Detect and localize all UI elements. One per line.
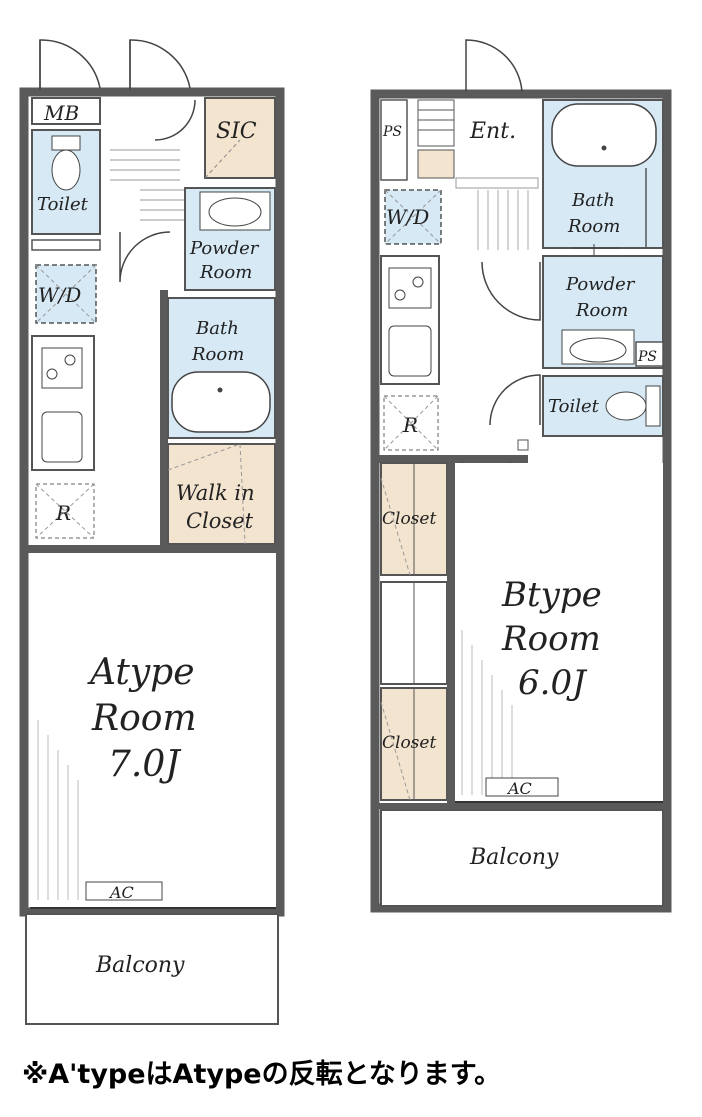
atype-room-label-3: 7.0J (108, 744, 182, 785)
atype-hall-stairs (110, 149, 185, 221)
btype-ent-label: Ent. (469, 119, 516, 144)
btype-refrigerator-label: R (402, 413, 418, 437)
btype-balcony-label: Balcony (469, 845, 559, 870)
atype-bath-label-1: Bath (195, 318, 239, 339)
atype-wd-label: W/D (38, 283, 81, 307)
atype-powder-label-1: Powder (189, 238, 260, 259)
btype-plan: PS Ent. W/D Bath (370, 39, 672, 913)
btype-powder-label-1: Powder (565, 274, 636, 295)
btype-ps-mid (635, 341, 664, 367)
atype-bath-label-2: Room (191, 344, 244, 365)
atype-main-room (30, 553, 276, 908)
btype-room-label-2: Room (501, 619, 601, 659)
btype-sink-icon (569, 337, 627, 363)
btype-ps-mid-label: PS (637, 349, 657, 365)
atype-bathtub (171, 371, 271, 433)
btype-stove-burner-icon (394, 289, 406, 301)
reversal-note: ※A'typeはAtypeの反転となります。 (22, 1059, 502, 1090)
btype-bath-label-1: Bath (571, 190, 615, 211)
atype-walkin-label-1: Walk in (176, 481, 255, 505)
btype-powder-label-2: Room (575, 300, 628, 321)
atype-ac-unit (85, 881, 163, 901)
btype-toilet-bowl-icon (605, 391, 647, 421)
btype-closet-upper-label: Closet (382, 509, 436, 529)
btype-bath-label-2: Room (567, 216, 620, 237)
btype-main-room (455, 463, 663, 801)
btype-ps-top (380, 99, 408, 181)
btype-kitchen-sink-icon (388, 325, 432, 377)
atype-powder-label-2: Room (199, 262, 252, 283)
atype-wd (35, 264, 97, 324)
btype-balcony (380, 809, 664, 907)
atype-kitchen-sink-icon (41, 411, 83, 463)
btype-entrance-stairs (417, 99, 455, 147)
atype-plan: MB SIC Toilet Powder Room (19, 39, 285, 1025)
atype-mb-label: MB (43, 101, 79, 125)
btype-room-label-3: 6.0J (518, 663, 588, 703)
btype-closet-lower-label: Closet (382, 733, 436, 753)
atype-ac-label: AC (108, 883, 134, 902)
btype-ac-label: AC (506, 779, 532, 798)
atype-room-label-2: Room (91, 698, 197, 739)
atype-sic-label: SIC (216, 119, 257, 144)
floor-plan-drawing: MB SIC Toilet Powder Room (19, 39, 672, 1025)
atype-refrigerator-label: R (55, 501, 71, 525)
btype-toilet-tank (645, 385, 661, 427)
atype-room-label-1: Atype (87, 652, 195, 693)
atype-mb-box (31, 97, 101, 125)
btype-wd-label: W/D (386, 205, 429, 229)
atype-walkin-closet (167, 443, 276, 545)
atype-balcony (25, 913, 279, 1025)
atype-walkin-label-2: Closet (186, 509, 254, 533)
atype-toilet-bowl-icon (51, 149, 81, 191)
btype-ac-unit (485, 777, 559, 797)
atype-toilet-label: Toilet (37, 194, 89, 215)
btype-ps-top-label: PS (382, 124, 402, 140)
atype-toilet-tank (51, 135, 81, 151)
btype-bathtub (551, 103, 657, 167)
atype-curtain-lines (37, 720, 79, 900)
btype-toilet-label: Toilet (548, 396, 600, 417)
atype-balcony-label: Balcony (95, 953, 185, 978)
btype-entrance-door (465, 39, 523, 93)
atype-stove-burner-icon (46, 368, 58, 380)
atype-sink-icon (208, 197, 262, 227)
btype-room-label-1: Btype (501, 575, 602, 615)
atype-entrance-door (39, 39, 191, 90)
